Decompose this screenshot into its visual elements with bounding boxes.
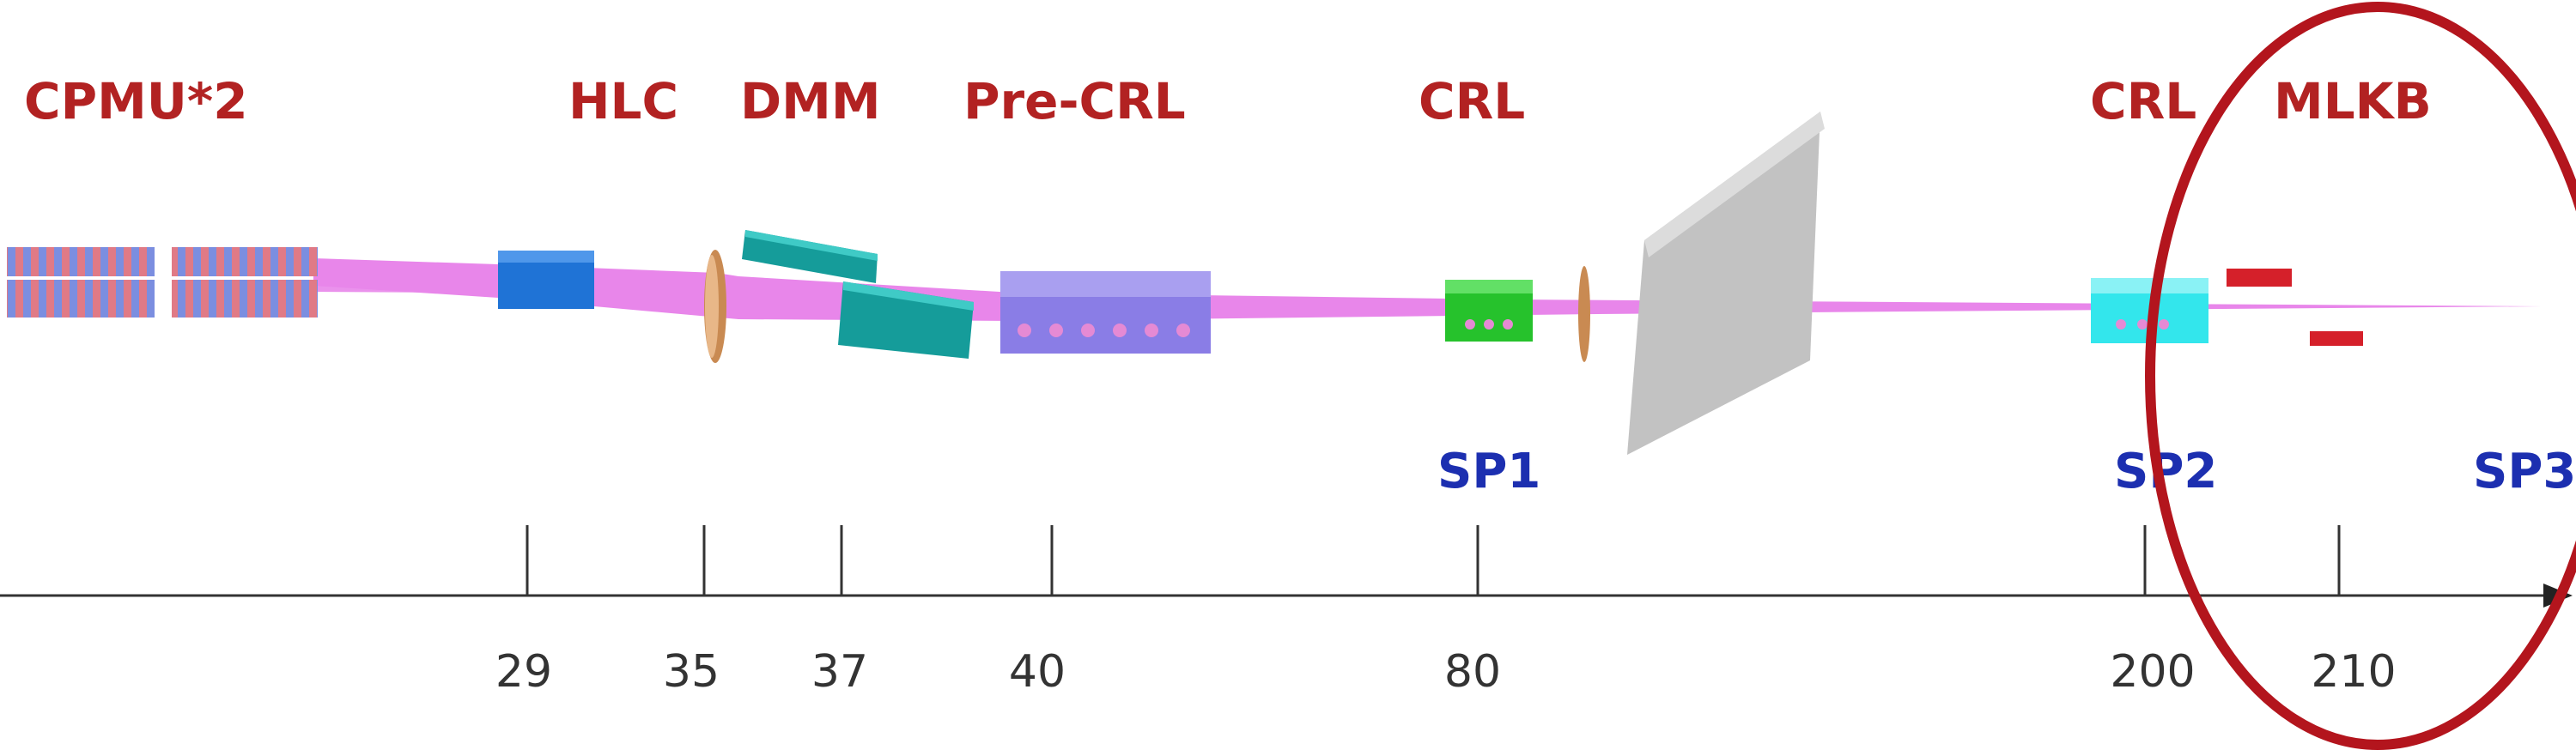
dmm-upper-crystal (742, 230, 878, 283)
distance-axis: 29 35 37 40 80 200 210 (0, 525, 2573, 698)
mlkb-mirror-upper (2227, 269, 2292, 287)
tick-label-200: 200 (2110, 646, 2195, 698)
tick-label-80: 80 (1444, 646, 1501, 698)
sample-point-labels: SP1 SP2 SP3 (1437, 444, 2576, 499)
hlc-block (498, 251, 594, 309)
aperture-disk (704, 250, 726, 363)
label-pre-crl: Pre-CRL (963, 72, 1186, 130)
pre-crl-block (1000, 271, 1211, 354)
mlkb-highlight-ellipse (2145, 2, 2576, 750)
crl-1-block (1445, 280, 1533, 342)
label-crl-1: CRL (1419, 72, 1525, 130)
mlkb-mirrors (2227, 269, 2363, 346)
dmm-block (742, 230, 974, 359)
tick-label-35: 35 (663, 646, 720, 698)
dmm-lower-crystal-top (843, 281, 974, 311)
label-sp1: SP1 (1437, 444, 1540, 499)
pre-crl-lenses (1018, 324, 1190, 337)
component-labels: CPMU*2 HLC DMM Pre-CRL CRL CRL MLKB (24, 72, 2432, 130)
undulator-1-lower (7, 280, 155, 318)
detector-screen (1627, 112, 1825, 455)
label-cpmu: CPMU*2 (24, 72, 248, 130)
dmm-upper-crystal-top (745, 230, 878, 261)
label-mlkb: MLKB (2274, 72, 2432, 130)
tick-label-210: 210 (2311, 646, 2396, 698)
label-crl-2: CRL (2090, 72, 2196, 130)
undulator-2-upper (172, 247, 318, 276)
tick-label-40: 40 (1009, 646, 1066, 698)
tick-label-29: 29 (495, 646, 552, 698)
tick-label-37: 37 (811, 646, 868, 698)
label-sp3: SP3 (2473, 444, 2576, 499)
undulator-1-upper (7, 247, 155, 276)
label-hlc: HLC (568, 72, 678, 130)
axis-tick-labels: 29 35 37 40 80 200 210 (495, 646, 2397, 698)
undulator-group (7, 247, 318, 318)
axis-ticks (526, 525, 2341, 596)
aperture-small (1578, 266, 1590, 362)
undulator-2-lower (172, 280, 318, 318)
label-dmm: DMM (740, 72, 881, 130)
mlkb-mirror-lower (2310, 331, 2363, 346)
